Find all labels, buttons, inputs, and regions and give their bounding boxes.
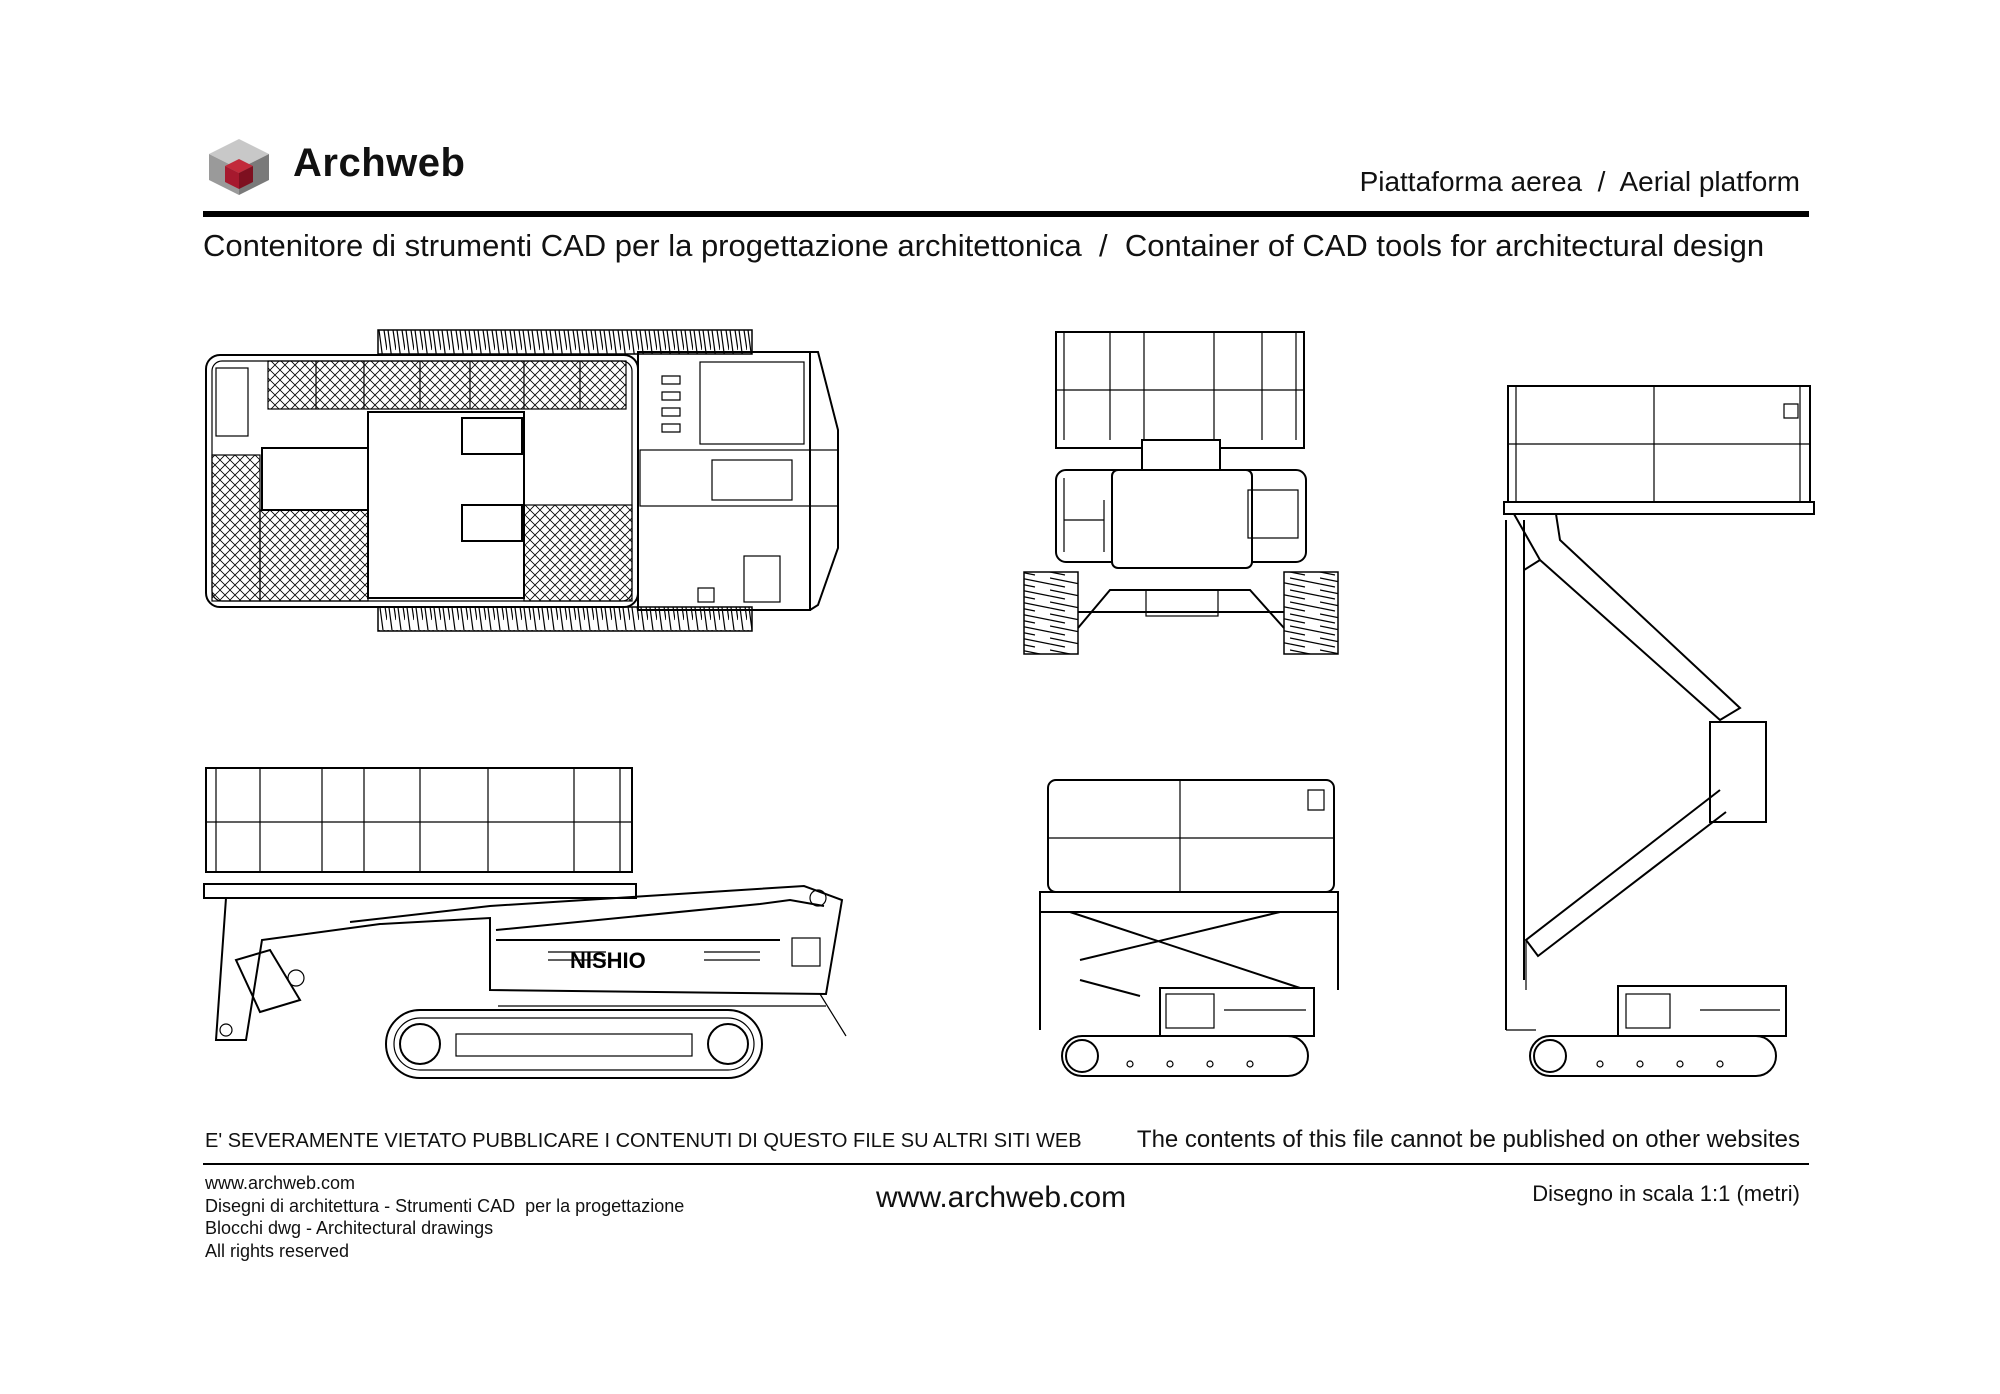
header-divider	[203, 211, 1809, 217]
side-view-extended	[1503, 385, 1815, 1077]
sheet-title: Piattaforma aerea / Aerial platform	[1359, 166, 1800, 197]
drawing-scale: Disegno in scala 1:1 (metri)	[1532, 1181, 1800, 1206]
rear-view-folded	[1039, 779, 1339, 1077]
front-view	[1023, 331, 1339, 655]
brand-name: Archweb	[293, 141, 466, 185]
footer-line-website[interactable]: www.archweb.com	[205, 1173, 356, 1193]
footer-info: www.archweb.com Disegni di architettura …	[205, 1172, 684, 1262]
page-subtitle: Contenitore di strumenti CAD per la prog…	[203, 228, 1765, 263]
top-view	[205, 329, 839, 632]
archweb-logo-icon	[209, 139, 269, 195]
side-view-folded: NISHIO	[203, 767, 847, 1079]
footer-line-blocks: Blocchi dwg - Architectural drawings	[205, 1218, 494, 1238]
copyright-notice-english: The contents of this file cannot be publ…	[1136, 1126, 1800, 1153]
footer-divider	[203, 1163, 1809, 1165]
footer-line-rights: All rights reserved	[205, 1240, 350, 1261]
footer-line-drawings: Disegni di architettura - Strumenti CAD …	[205, 1195, 685, 1216]
copyright-notice-italian: E' SEVERAMENTE VIETATO PUBBLICARE I CONT…	[205, 1130, 1082, 1152]
footer-website-link[interactable]: www.archweb.com	[876, 1181, 1127, 1214]
